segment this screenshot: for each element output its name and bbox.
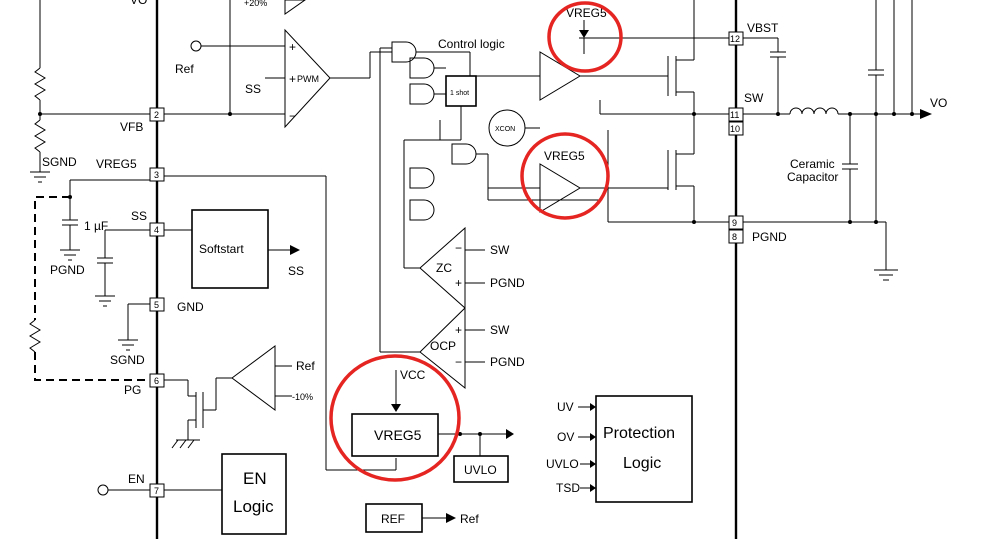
en-logic-line2: Logic	[233, 497, 274, 516]
high-side-mosfet	[640, 0, 695, 114]
uvlo-block	[453, 455, 509, 483]
sw-pin-label: SW	[744, 91, 764, 105]
minus10-label: -10%	[292, 392, 313, 402]
low-side-driver	[539, 163, 581, 213]
pg-pullup-dashed	[34, 196, 70, 320]
svg-text:10: 10	[730, 124, 740, 134]
xcon-label: XCON	[495, 126, 515, 133]
svg-text:−: −	[455, 241, 462, 255]
cap-1uf-label: 1 µF	[84, 219, 108, 233]
ceramic-label: Ceramic	[790, 157, 835, 171]
tsd-label: TSD	[556, 481, 580, 495]
vreg5-low-label: VREG5	[544, 149, 585, 163]
zc-comparator	[419, 226, 466, 310]
ref-out-label: Ref	[460, 512, 479, 526]
softstart-label: Softstart	[199, 242, 244, 256]
ref-terminal	[190, 40, 202, 52]
sgnd-top-label: SGND	[42, 155, 77, 169]
vo-top-label: VO	[130, 0, 147, 7]
svg-text:12: 12	[730, 34, 740, 44]
left-pins: 2 3 4 5 6 7	[149, 107, 165, 498]
vreg5-block-label: VREG5	[374, 427, 422, 443]
svg-text:3: 3	[154, 170, 159, 180]
low-side-mosfet	[640, 114, 695, 222]
svg-text:+: +	[289, 40, 296, 54]
zc-label: ZC	[436, 261, 452, 275]
svg-text:4: 4	[154, 225, 159, 235]
control-logic-label: Control logic	[438, 37, 505, 51]
pg-comparator	[231, 345, 276, 411]
control-logic-gates	[379, 41, 600, 353]
vcc-label: VCC	[400, 368, 426, 382]
uvlo-in-label: UVLO	[546, 457, 579, 471]
softstart-block	[191, 209, 269, 289]
ocp-pgnd-label: PGND	[490, 355, 525, 369]
right-pins: 12 11 10 9 8	[728, 31, 744, 244]
vfb-label: VFB	[120, 120, 143, 134]
ov-comparator-fragment	[284, 0, 306, 15]
vbst-label: VBST	[747, 21, 779, 35]
zc-pgnd-label: PGND	[490, 276, 525, 290]
pgnd-pin-label: PGND	[752, 230, 787, 244]
svg-text:+: +	[289, 72, 296, 86]
plus20-label: +20%	[244, 0, 267, 8]
highlight-vreg5-low-driver	[520, 132, 610, 220]
en-logic-block	[221, 453, 287, 535]
highlight-vreg5-bootstrap	[547, 1, 623, 73]
protection-logic-block	[595, 395, 693, 503]
svg-text:6: 6	[154, 376, 159, 386]
uv-label: UV	[557, 400, 574, 414]
ocp-comparator	[419, 306, 466, 390]
ss-input-label: SS	[245, 82, 261, 96]
capacitor-label: Capacitor	[787, 170, 838, 184]
vo-out-label: VO	[930, 96, 947, 110]
output-inductor	[789, 107, 839, 115]
ov-label: OV	[557, 430, 574, 444]
svg-text:−: −	[455, 355, 462, 369]
vreg5-block	[351, 413, 439, 457]
feedback-divider	[30, 0, 150, 183]
pwm-comparator	[284, 28, 331, 129]
protection-line1: Protection	[603, 425, 675, 442]
svg-text:+: +	[455, 276, 462, 290]
ref-top-label: Ref	[175, 62, 194, 76]
ref-block	[365, 503, 423, 533]
ss-out-label: SS	[288, 264, 304, 278]
ocp-sw-label: SW	[490, 323, 510, 337]
protection-inputs	[578, 403, 596, 492]
protection-line2: Logic	[623, 455, 661, 472]
highlight-vreg5-block	[329, 354, 461, 482]
svg-text:+: +	[455, 323, 462, 337]
zc-sw-label: SW	[490, 243, 510, 257]
svg-text:9: 9	[732, 218, 737, 228]
svg-text:8: 8	[732, 232, 737, 242]
vreg5-top-label: VREG5	[566, 6, 607, 20]
pwm-label: PWM	[297, 74, 319, 84]
sgnd-bottom-label: SGND	[110, 353, 145, 367]
one-shot-block	[445, 75, 477, 107]
svg-text:2: 2	[154, 110, 159, 120]
en-terminal	[97, 484, 109, 496]
svg-text:7: 7	[154, 486, 159, 496]
svg-text:11: 11	[730, 110, 739, 120]
en-logic-line1: EN	[243, 469, 267, 488]
gnd-label: GND	[177, 300, 204, 314]
pg-label: PG	[124, 383, 141, 397]
ref-block-label: REF	[381, 512, 405, 526]
svg-text:−: −	[289, 109, 296, 123]
en-label: EN	[128, 472, 145, 486]
pgnd-left-label: PGND	[50, 263, 85, 277]
svg-text:5: 5	[154, 300, 159, 310]
one-shot-label: 1 shot	[450, 90, 469, 97]
uvlo-block-label: UVLO	[464, 463, 497, 477]
ref-mid-label: Ref	[296, 359, 315, 373]
ss-pin-label: SS	[131, 209, 147, 223]
vreg5-pin-label: VREG5	[96, 157, 137, 171]
ocp-label: OCP	[430, 339, 456, 353]
